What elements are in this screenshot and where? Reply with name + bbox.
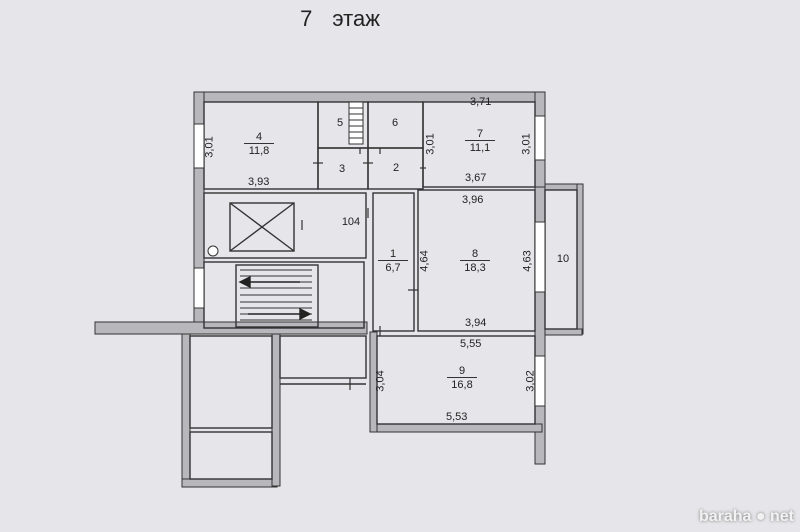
window-room-4 [193,123,205,169]
lower-room-c [279,335,367,379]
dim-room-8-left: 4,64 [418,250,431,272]
sink-icon [207,245,219,257]
outer-walls [94,91,584,488]
watermark: baraha ● net [698,508,794,525]
wall-balcony-top [544,183,583,191]
door-ticks [301,148,426,390]
wall-bottom-9 [371,423,543,433]
inner-walls [189,101,578,480]
room-2-label: 2 [392,162,400,174]
wall-lower-left [181,333,191,487]
window-room-9 [534,355,546,407]
lower-room-a [189,335,273,429]
dim-room-4-bottom: 3,93 [248,176,270,188]
room-8-label: 8 18,3 [460,248,490,274]
dim-room-9-right: 3,02 [524,370,537,392]
stair-arrows [238,275,312,321]
room-10-label: 10 [556,253,570,265]
room-6-label: 6 [391,117,399,129]
dim-room-8-bottom: 3,94 [465,317,487,329]
wall-top [193,91,546,103]
dim-room-9-left: 3,04 [374,370,387,392]
room-1-label: 1 6,7 [378,248,408,274]
wall-lower-mid [271,333,281,487]
arrow-left-icon [238,275,251,289]
elevator-hall-outline [203,192,367,259]
room-5-label: 5 [336,117,344,129]
wall-balcony-bottom [544,328,583,336]
room-3-label: 3 [338,163,346,175]
floor-title: 7 этаж [300,6,380,31]
windows [193,115,546,407]
room-7-label: 7 11,1 [465,128,495,154]
stairwell [235,264,319,328]
window-stair [193,267,205,309]
dim-room-7-top: 3,71 [470,96,492,108]
dim-room-7-left: 3,01 [424,133,437,155]
room-4-label: 4 11,8 [244,131,274,157]
dim-room-9-bottom: 5,53 [446,411,468,423]
wall-lower-bottom [181,478,278,488]
window-room-8 [534,221,546,293]
dim-room-9-top: 5,55 [460,338,482,350]
lower-room-b [189,431,273,480]
window-room-7 [534,115,546,161]
dim-room-7-bottom: 3,67 [465,172,487,184]
room-1-outline [372,192,415,332]
dim-room-8-right: 4,63 [521,250,534,272]
dim-room-8-top: 3,96 [462,194,484,206]
room-104-label: 104 [341,216,361,228]
arrow-right-icon [299,307,312,321]
elevator-shaft [229,202,295,252]
vent-grille [348,101,364,145]
wall-balcony-right [576,183,584,335]
dim-room-4-left: 3,01 [203,136,216,158]
dim-room-7-right: 3,01 [520,133,533,155]
room-9-label: 9 16,8 [447,365,477,391]
elevator-cross-2 [229,202,295,252]
